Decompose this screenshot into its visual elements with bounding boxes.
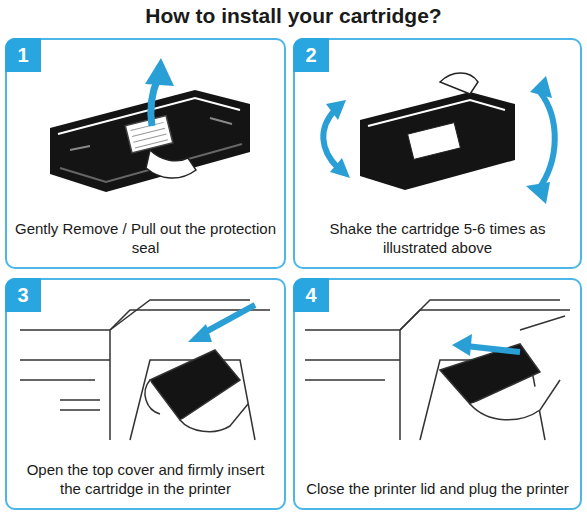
step-number: 1 [17,44,28,67]
printer-close-figure [305,300,570,440]
step-panel: Open the top cover and firmly insert the… [5,278,286,510]
printer-insert-figure [20,300,270,440]
step-number: 4 [305,284,316,307]
cartridge-seal-figure [50,58,250,192]
step-badge: 3 [5,278,41,312]
cartridge-shake-figure [323,73,554,204]
step-panel: Gently Remove / Pull out the protection … [5,38,286,269]
step-badge: 4 [293,278,329,312]
step-caption: Gently Remove / Pull out the protection … [15,219,276,257]
step-caption: Close the printer lid and plug the print… [303,479,572,498]
step-number: 2 [305,44,316,67]
step-number: 3 [17,284,28,307]
step-panel: Shake the cartridge 5-6 times as illustr… [293,38,582,269]
step-badge: 1 [5,38,41,72]
step-caption: Shake the cartridge 5-6 times as illustr… [303,219,572,257]
step-panel: Close the printer lid and plug the print… [293,278,582,510]
step-badge: 2 [293,38,329,72]
step-caption: Open the top cover and firmly insert the… [15,460,276,498]
title: How to install your cartridge? [0,4,587,28]
